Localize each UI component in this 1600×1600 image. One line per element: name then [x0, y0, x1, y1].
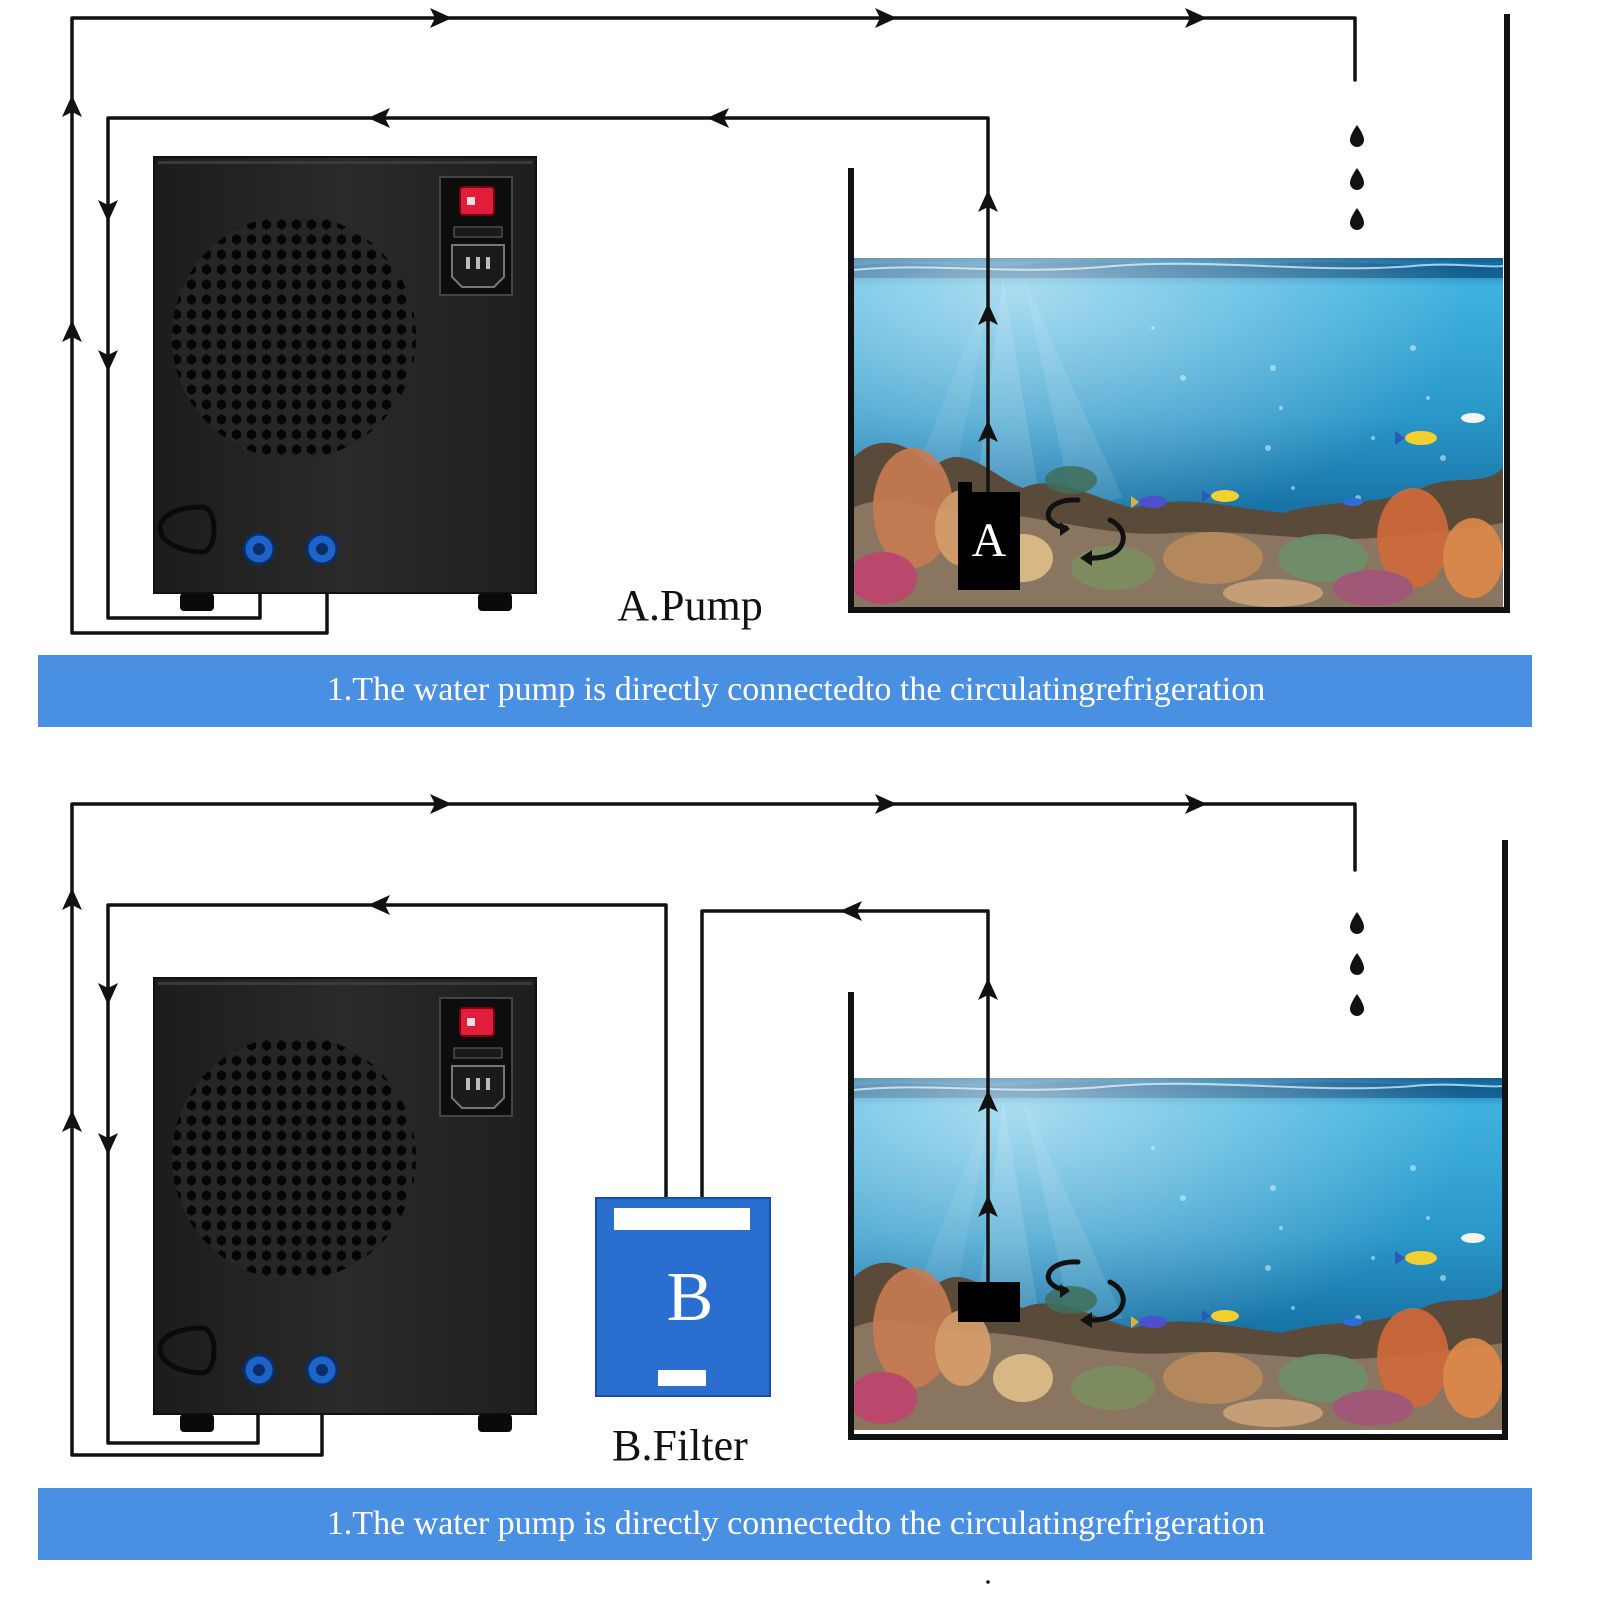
- flow-arrow-icon: [62, 794, 1207, 1217]
- water-drop-icon: [1350, 125, 1364, 230]
- flow-arrow-icon: [62, 8, 1207, 442]
- pump-box-a: A: [958, 482, 1020, 590]
- caption-b: B.Filter: [612, 1421, 748, 1470]
- aquarium-tank-a: [848, 14, 1510, 613]
- chiller-unit-b: [154, 978, 536, 1432]
- diagram-b: B B.Filter 1.The water pump is directly …: [38, 794, 1532, 1584]
- banner-a-text: 1.The water pump is directly connectedto…: [327, 671, 1265, 708]
- filter-box-label: B: [667, 1259, 714, 1336]
- pump-box-b: [958, 1282, 1020, 1322]
- banner-b-text: 1.The water pump is directly connectedto…: [327, 1505, 1265, 1542]
- chiller-unit-a: [154, 157, 536, 611]
- caption-a: A.Pump: [617, 581, 762, 630]
- filter-box-b: B: [595, 1197, 771, 1397]
- aquarium-tank-b: [848, 840, 1508, 1440]
- banner-b: 1.The water pump is directly connectedto…: [38, 1488, 1532, 1560]
- water-drop-icon: [1350, 912, 1364, 1016]
- pump-box-label: A: [972, 514, 1007, 567]
- diagram-a: A A.Pump 1.The water pump is directly co…: [38, 8, 1532, 727]
- banner-a: 1.The water pump is directly connectedto…: [38, 655, 1532, 727]
